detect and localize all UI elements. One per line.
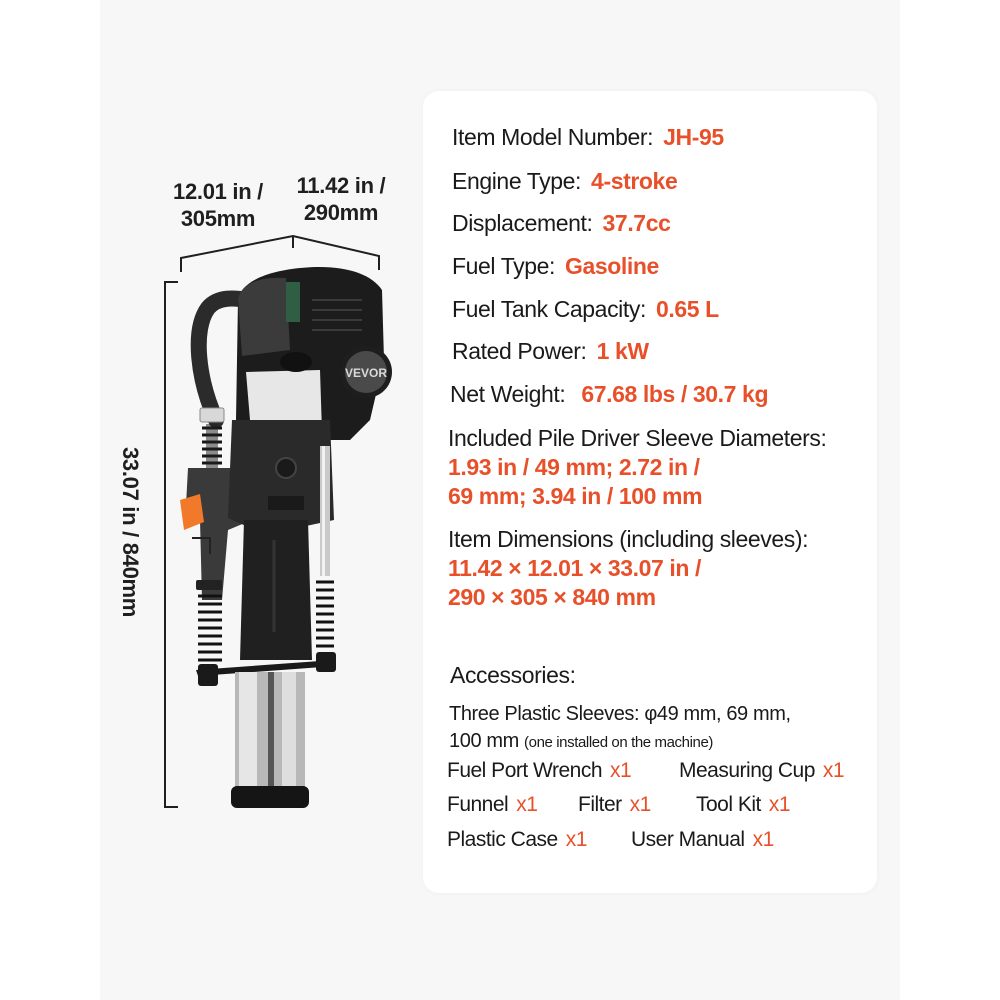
spec-displacement: Displacement: 37.7cc	[452, 209, 671, 237]
spec-label: Displacement:	[452, 210, 593, 236]
spec-model-number: Item Model Number: JH-95	[452, 123, 724, 151]
spec-value: JH-95	[663, 124, 724, 150]
accessory-fuel-port-wrench: Fuel Port Wrench x1	[447, 757, 632, 784]
accessory-tool-kit: Tool Kit x1	[696, 791, 791, 818]
accessory-qty: x1	[629, 793, 652, 816]
product-illustration: 12.01 in / 305mm 11.42 in / 290mm 33.07 …	[100, 0, 420, 1000]
accessory-name: Measuring Cup	[679, 759, 815, 782]
width-dimension-label: 12.01 in / 305mm	[158, 178, 278, 232]
accessory-qty: x1	[565, 828, 588, 851]
sleeve-diameters-title: Included Pile Driver Sleeve Diameters:	[448, 425, 827, 451]
accessories-sleeves: Three Plastic Sleeves: φ49 mm, 69 mm, 10…	[449, 701, 791, 756]
sleeves-line-2: 100 mm	[449, 730, 519, 752]
accessory-qty: x1	[516, 793, 538, 816]
pile-driver-drawing: VEVOR	[164, 234, 392, 808]
width-mm: 305mm	[180, 206, 256, 231]
height-dimension-bracket	[164, 281, 178, 808]
spec-label: Net Weight:	[450, 381, 566, 407]
width-inch: 12.01 in /	[173, 179, 263, 204]
spec-net-weight: Net Weight: 67.68 lbs / 30.7 kg	[450, 380, 768, 408]
accessories-title: Accessories:	[450, 662, 576, 688]
spec-card: Item Model Number: JH-95 Engine Type: 4-st…	[423, 91, 877, 893]
item-dimensions-block: Item Dimensions (including sleeves): 11.…	[448, 525, 809, 612]
accessory-measuring-cup: Measuring Cup x1	[679, 757, 845, 784]
accessory-filter: Filter x1	[578, 791, 651, 818]
spec-rated-power: Rated Power: 1 kW	[452, 337, 649, 365]
sleeve-diameters-line-2: 69 mm; 3.94 in / 100 mm	[448, 483, 703, 509]
accessory-name: Filter	[578, 793, 622, 816]
spec-engine-type: Engine Type: 4-stroke	[452, 167, 678, 195]
top-dimension-bracket	[180, 234, 380, 272]
spec-value: 37.7cc	[602, 210, 671, 236]
item-dimensions-title: Item Dimensions (including sleeves):	[448, 526, 809, 552]
spec-value: 0.65 L	[655, 296, 719, 322]
accessory-user-manual: User Manual x1	[631, 826, 774, 853]
accessory-name: User Manual	[631, 828, 745, 851]
accessory-qty: x1	[768, 793, 791, 816]
depth-mm: 290mm	[303, 200, 379, 225]
accessory-name: Fuel Port Wrench	[447, 759, 603, 782]
sleeves-note: (one installed on the machine)	[524, 734, 713, 751]
accessory-funnel: Funnel x1	[447, 791, 538, 818]
depth-inch: 11.42 in /	[296, 173, 386, 198]
spec-fuel-type: Fuel Type: Gasoline	[452, 252, 659, 280]
item-dimensions-line-1: 11.42 × 12.01 × 33.07 in /	[448, 555, 702, 581]
depth-dimension-label: 11.42 in / 290mm	[286, 172, 396, 226]
spec-label: Rated Power:	[452, 338, 587, 364]
spec-label: Item Model Number:	[452, 124, 654, 150]
accessory-qty: x1	[822, 759, 845, 782]
spec-value: 1 kW	[596, 338, 649, 364]
accessory-qty: x1	[610, 759, 632, 782]
spec-value: 4-stroke	[591, 168, 678, 194]
item-dimensions-line-2: 290 × 305 × 840 mm	[448, 584, 656, 610]
accessory-qty: x1	[752, 828, 775, 851]
spec-fuel-tank-capacity: Fuel Tank Capacity: 0.65 L	[452, 295, 719, 323]
spec-label: Fuel Tank Capacity:	[452, 296, 646, 322]
sleeve-diameters-line-1: 1.93 in / 49 mm; 2.72 in /	[448, 454, 700, 480]
accessory-name: Tool Kit	[696, 793, 761, 816]
vevor-logo: VEVOR	[345, 366, 387, 380]
accessory-plastic-case: Plastic Case x1	[447, 826, 587, 853]
spec-label: Fuel Type:	[452, 253, 555, 279]
spec-value: 67.68 lbs / 30.7 kg	[581, 381, 769, 407]
spec-value: Gasoline	[564, 253, 659, 279]
sleeves-line-1: Three Plastic Sleeves: φ49 mm, 69 mm,	[449, 703, 791, 725]
accessory-name: Funnel	[447, 793, 509, 816]
sleeve-diameters-block: Included Pile Driver Sleeve Diameters: 1…	[448, 424, 827, 511]
accessory-name: Plastic Case	[447, 828, 558, 851]
spec-label: Engine Type:	[452, 168, 582, 194]
